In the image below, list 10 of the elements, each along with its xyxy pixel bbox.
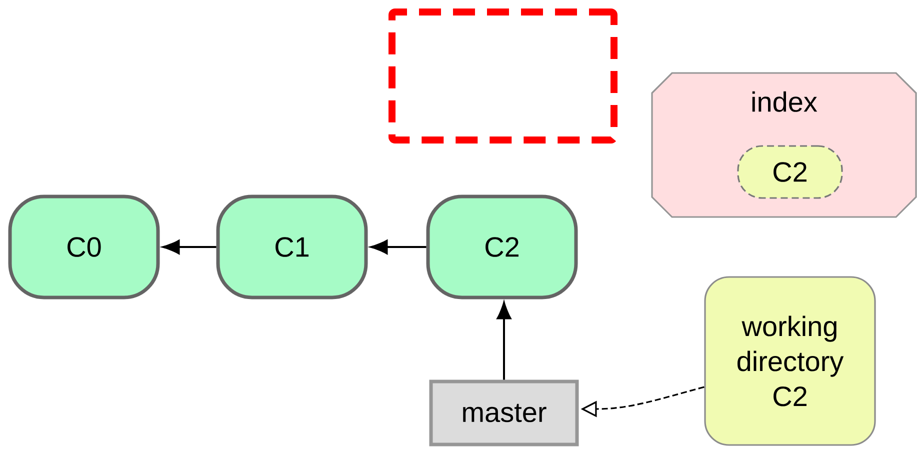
commit-box: C0 — [8, 194, 160, 300]
working-directory-box: working directory C2 — [704, 276, 876, 446]
staged-commit-box: C2 — [737, 145, 843, 199]
arrow — [496, 302, 512, 380]
arrow — [162, 240, 216, 254]
arrow — [370, 240, 426, 254]
branch-box: master — [429, 380, 579, 446]
commit-box: C1 — [216, 194, 368, 300]
dashed-box — [388, 8, 618, 144]
commit-box: C2 — [426, 194, 578, 300]
